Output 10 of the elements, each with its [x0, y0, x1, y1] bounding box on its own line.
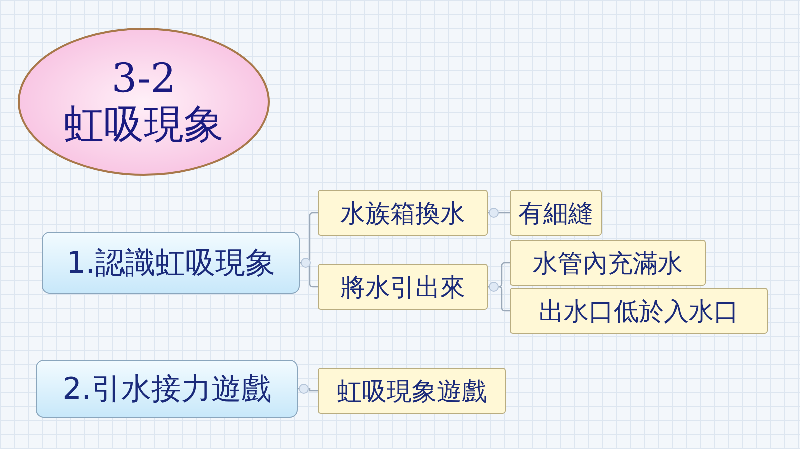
subtopic-box: 出水口低於入水口	[510, 288, 768, 334]
topic-box: 1.認識虹吸現象	[42, 232, 300, 294]
title-text: 3-2	[112, 56, 176, 102]
subtopic-box: 有細縫	[510, 190, 602, 236]
subtopic-box: 虹吸現象遊戲	[318, 368, 506, 414]
title-text: 虹吸現象	[64, 102, 224, 148]
subtopic-box: 水管內充滿水	[510, 240, 706, 286]
topic-box: 2.引水接力遊戲	[36, 360, 298, 418]
subtopic-box: 水族箱換水	[318, 190, 488, 236]
subtopic-box: 將水引出來	[318, 264, 488, 310]
